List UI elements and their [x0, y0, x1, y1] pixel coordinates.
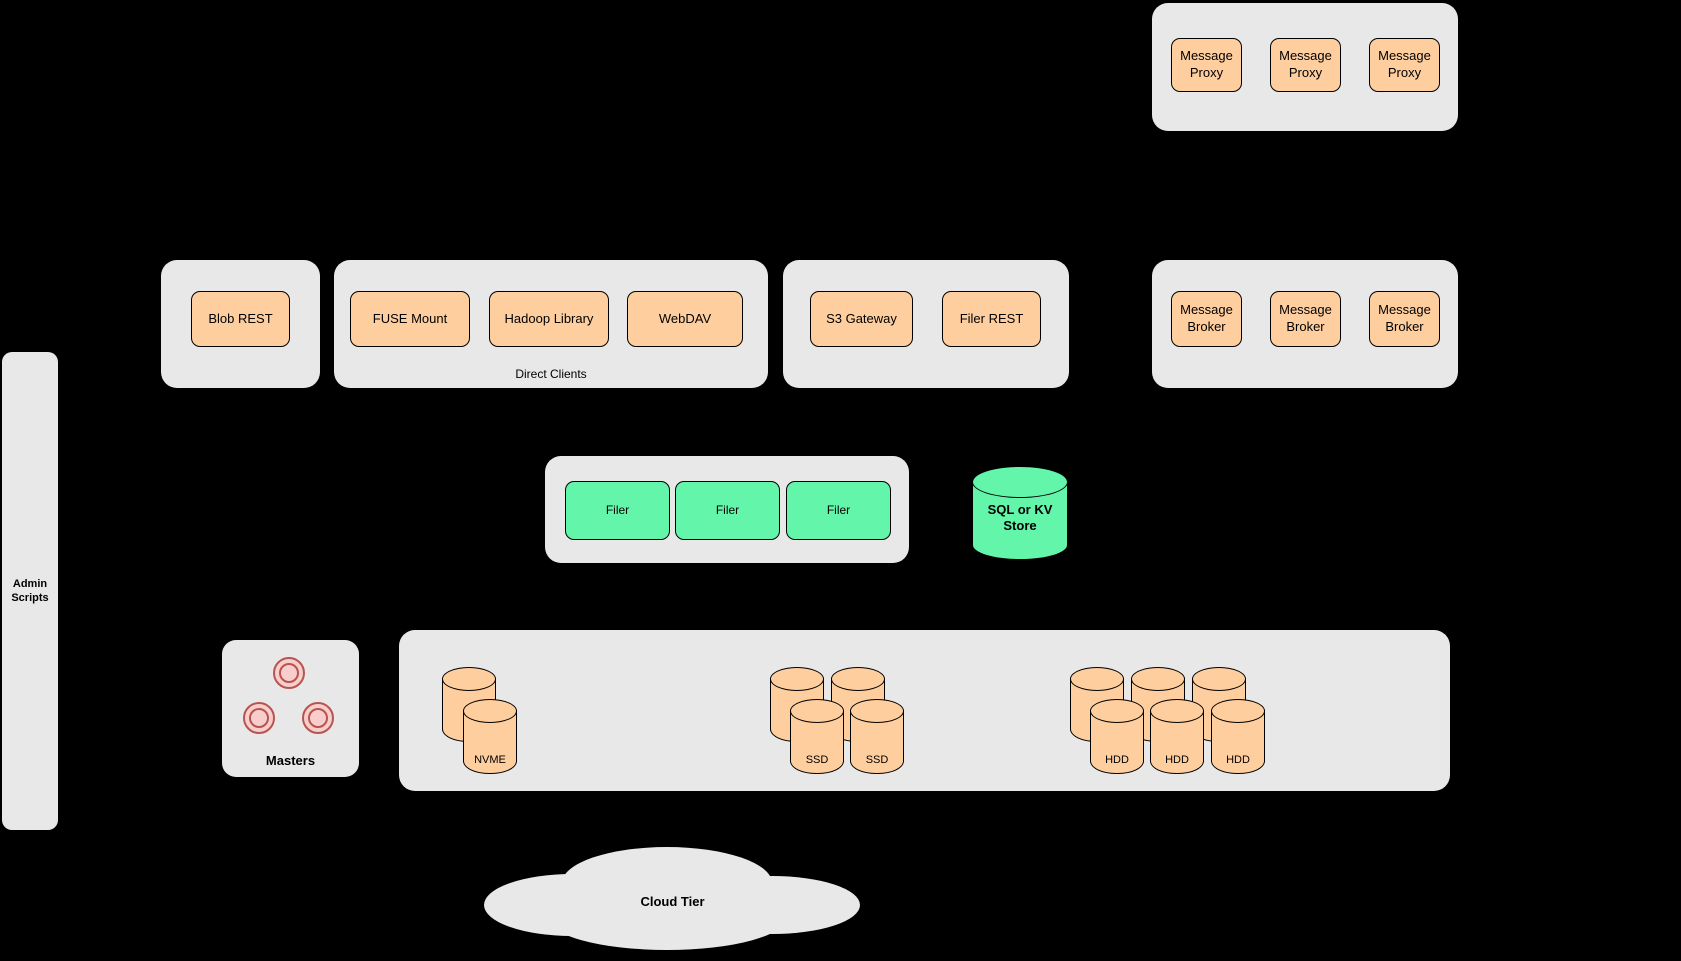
hdd-cylinder: HDD — [1150, 699, 1204, 775]
cloud-icon — [484, 847, 860, 950]
admin-scripts-label: Admin Scripts — [11, 577, 49, 604]
cylinder-top — [442, 667, 496, 691]
direct-clients-group: FUSE Mount Hadoop Library WebDAV Direct … — [334, 260, 768, 388]
blob-rest-node: Blob REST — [191, 291, 290, 347]
blob-rest-group: Blob REST — [161, 260, 320, 388]
message-broker-node: Message Broker — [1369, 291, 1440, 347]
fuse-mount-node: FUSE Mount — [350, 291, 470, 347]
filer-node: Filer — [675, 481, 780, 540]
hdd-label: HDD — [1226, 754, 1250, 766]
message-proxy-node: Message Proxy — [1171, 38, 1242, 92]
direct-clients-label: Direct Clients — [515, 367, 587, 381]
cloud-tier-shape: Cloud Tier — [482, 845, 863, 957]
message-proxy-group: Message Proxy Message Proxy Message Prox… — [1152, 3, 1458, 131]
cylinder-top — [831, 667, 885, 691]
message-broker-group: Message Broker Message Broker Message Br… — [1152, 260, 1458, 388]
cylinder-body — [790, 710, 844, 774]
webdav-node: WebDAV — [627, 291, 743, 347]
ssd-label: SSD — [865, 754, 889, 766]
cylinder-top — [790, 699, 844, 723]
ssd-cylinder: SSD — [790, 699, 844, 775]
cylinder-top — [1131, 667, 1185, 691]
nvme-label: NVME — [474, 754, 506, 766]
cylinder-top — [850, 699, 904, 723]
cylinder-top — [1090, 699, 1144, 723]
cylinder-top — [1150, 699, 1204, 723]
nvme-cylinder: NVME — [463, 699, 517, 775]
masters-label: Masters — [265, 753, 316, 768]
cylinder-top — [770, 667, 824, 691]
admin-scripts-panel: Admin Scripts — [2, 352, 58, 830]
cylinder-top — [972, 466, 1068, 498]
hdd-label: HDD — [1165, 754, 1189, 766]
master-node-icon — [273, 657, 305, 689]
filer-node: Filer — [786, 481, 891, 540]
message-broker-node: Message Broker — [1171, 291, 1242, 347]
filer-node: Filer — [565, 481, 670, 540]
gateway-group: S3 Gateway Filer REST — [783, 260, 1069, 388]
volume-servers-group: NVME SSD SSD — [399, 630, 1450, 791]
s3-gateway-node: S3 Gateway — [810, 291, 913, 347]
filer-group: Filer Filer Filer — [545, 456, 909, 563]
cylinder-top — [1211, 699, 1265, 723]
message-broker-node: Message Broker — [1270, 291, 1341, 347]
master-node-icon — [243, 702, 275, 734]
masters-group: Masters — [222, 640, 359, 777]
sql-kv-store-cylinder: SQL or KV Store — [972, 466, 1068, 561]
filer-rest-node: Filer REST — [942, 291, 1041, 347]
hdd-cylinder: HDD — [1211, 699, 1265, 775]
hadoop-library-node: Hadoop Library — [489, 291, 609, 347]
cloud-tier-label: Cloud Tier — [640, 893, 705, 909]
hdd-label: HDD — [1105, 754, 1129, 766]
cylinder-top — [1192, 667, 1246, 691]
cylinder-top — [1070, 667, 1124, 691]
message-proxy-node: Message Proxy — [1369, 38, 1440, 92]
master-node-icon — [302, 702, 334, 734]
cylinder-top — [463, 699, 517, 723]
ssd-label: SSD — [805, 754, 829, 766]
hdd-cylinder: HDD — [1090, 699, 1144, 775]
sql-kv-store-label: SQL or KV Store — [987, 502, 1053, 533]
ssd-cylinder: SSD — [850, 699, 904, 775]
message-proxy-node: Message Proxy — [1270, 38, 1341, 92]
